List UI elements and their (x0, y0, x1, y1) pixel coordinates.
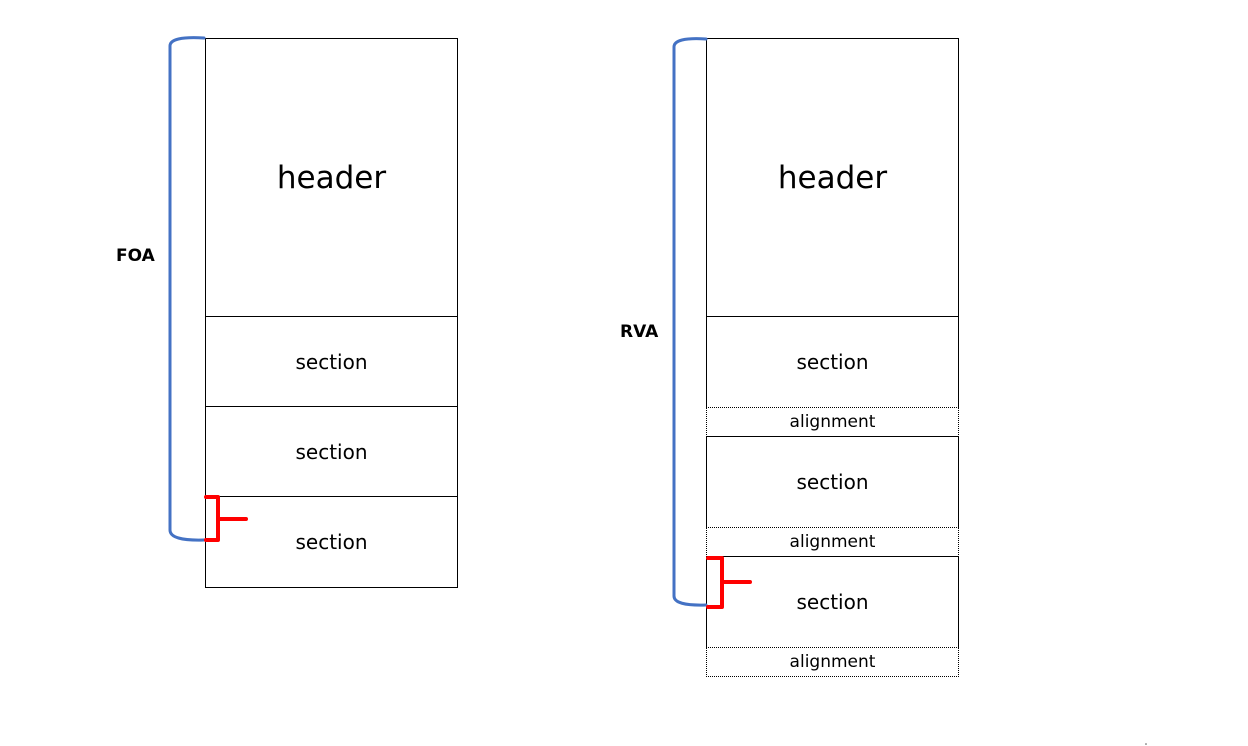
foa-label: FOA (116, 246, 155, 266)
foa-range-brace (168, 36, 206, 542)
section-block: section (205, 316, 458, 408)
alignment-block: alignment (706, 407, 959, 437)
alignment-block: alignment (706, 527, 959, 557)
header-block: header (205, 38, 458, 318)
rva-label: RVA (620, 322, 659, 342)
header-block: header (706, 38, 959, 318)
alignment-block: alignment (706, 647, 959, 677)
section-block: section (706, 316, 959, 408)
section-block: section (706, 556, 959, 648)
section-block: section (205, 406, 458, 498)
section-block: section (205, 496, 458, 588)
stray-dot (1145, 743, 1147, 745)
rva-range-brace (672, 37, 708, 607)
section-block: section (706, 436, 959, 528)
